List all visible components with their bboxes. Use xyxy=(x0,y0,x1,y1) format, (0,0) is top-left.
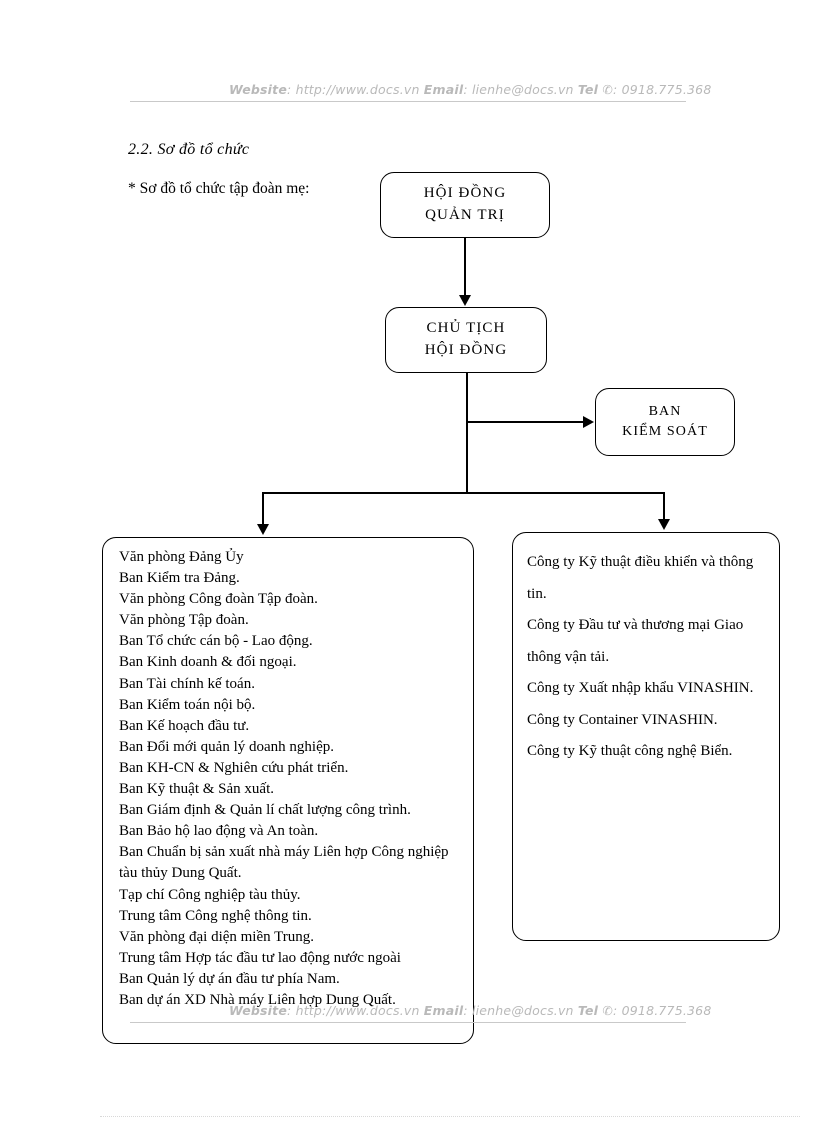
connector-split-bus xyxy=(262,492,665,494)
list-item: Ban Kỹ thuật & Sản xuất. xyxy=(119,781,274,798)
list-item: Tạp chí Công nghiệp tàu thủy. xyxy=(119,886,301,903)
footer-watermark: Website: http://www.docs.vn Email: lienh… xyxy=(229,1003,712,1018)
list-item: Ban Tổ chức cán bộ - Lao động. xyxy=(119,633,313,650)
list-item: Ban Kiểm tra Đảng. xyxy=(119,570,240,587)
arrowhead-to-departments xyxy=(257,524,269,535)
list-item: Công ty Container VINASHIN. xyxy=(527,711,718,728)
node-chu-tich-hoi-dong[interactable]: CHỦ TỊCH HỘI ĐỒNG xyxy=(385,307,547,373)
companies-box: Công ty Kỹ thuật điều khiển và thông tin… xyxy=(512,532,780,941)
list-item: Trung tâm Hợp tác đầu tư lao động nước n… xyxy=(119,949,401,966)
footer-watermark-website-label: Website xyxy=(229,1003,287,1018)
header-watermark: Website: http://www.docs.vn Email: lienh… xyxy=(229,82,712,97)
footer-watermark-tel-label: Tel xyxy=(577,1003,599,1018)
watermark-email-label: Email xyxy=(423,82,464,97)
footer-divider xyxy=(130,1022,686,1023)
connector-down-left xyxy=(262,492,264,525)
list-item: Công ty Kỹ thuật công nghệ Biển. xyxy=(527,743,733,759)
arrowhead-to-companies xyxy=(658,519,670,530)
footer-watermark-website-url: : http://www.docs.vn xyxy=(287,1003,420,1018)
list-item: Ban KH-CN & Nghiên cứu phát triển. xyxy=(119,759,349,776)
connector-main-stem xyxy=(466,373,468,494)
arrowhead-ctthd-to-bks xyxy=(583,416,594,428)
footer-watermark-email-value: : lienhe@docs.vn xyxy=(463,1003,574,1018)
list-item: Văn phòng Công đoàn Tập đoàn. xyxy=(119,591,318,608)
node-hoi-dong-quan-tri-line2: QUẢN TRỊ xyxy=(425,207,505,223)
node-ban-kiem-soat-line2: KIỂM SOÁT xyxy=(622,424,708,439)
node-hoi-dong-quan-tri[interactable]: HỘI ĐỒNG QUẢN TRỊ xyxy=(380,172,550,238)
page-title: 2.2. Sơ đồ tổ chức xyxy=(128,141,250,158)
list-item: Công ty Kỹ thuật điều khiển và thông tin… xyxy=(527,554,754,602)
node-ban-kiem-soat[interactable]: BAN KIỂM SOÁT xyxy=(595,388,735,456)
list-item: Văn phòng Đảng Ủy xyxy=(119,549,244,565)
list-item: Ban Tài chính kế toán. xyxy=(119,675,255,692)
list-item: Ban Kiểm toán nội bộ. xyxy=(119,696,256,713)
list-item: Trung tâm Công nghệ thông tin. xyxy=(119,907,312,924)
list-item: Ban Chuẩn bị sản xuất nhà máy Liên hợp C… xyxy=(119,844,449,882)
watermark-email-value: : lienhe@docs.vn xyxy=(463,82,574,97)
page-subtitle: * Sơ đồ tổ chức tập đoàn mẹ: xyxy=(128,180,310,197)
watermark-website-label: Website xyxy=(229,82,287,97)
watermark-tel-value: : 0918.775.368 xyxy=(613,82,712,97)
page-bottom-rule xyxy=(100,1116,800,1117)
connector-hdqt-to-ctthd xyxy=(464,238,466,296)
list-item: Ban Quản lý dự án đầu tư phía Nam. xyxy=(119,970,340,987)
list-item: Ban Kế hoạch đầu tư. xyxy=(119,717,250,734)
departments-box: Văn phòng Đảng Ủy Ban Kiểm tra Đảng. Văn… xyxy=(102,537,474,1044)
node-ban-kiem-soat-line1: BAN xyxy=(648,403,682,419)
list-item: Ban Giám định & Quản lí chất lượng công … xyxy=(119,802,411,819)
arrowhead-hdqt-to-ctthd xyxy=(459,295,471,306)
header-divider xyxy=(130,101,686,102)
footer-watermark-tel-value: : 0918.775.368 xyxy=(613,1003,712,1018)
node-chu-tich-hoi-dong-line2: HỘI ĐỒNG xyxy=(424,342,508,358)
list-item: Công ty Xuất nhập khẩu VINASHIN. xyxy=(527,680,754,696)
list-item: Công ty Đầu tư và thương mại Giao thông … xyxy=(527,617,744,665)
node-hoi-dong-quan-tri-line1: HỘI ĐỒNG xyxy=(423,185,507,202)
list-item: Văn phòng đại diện miền Trung. xyxy=(119,928,314,945)
watermark-website-url: : http://www.docs.vn xyxy=(287,82,420,97)
list-item: Ban Kinh doanh & đối ngoại. xyxy=(119,654,297,671)
footer-watermark-email-label: Email xyxy=(423,1003,464,1018)
connector-ctthd-to-bks xyxy=(466,421,584,423)
connector-down-right xyxy=(663,492,665,520)
watermark-tel-label: Tel xyxy=(577,82,599,97)
companies-list: Công ty Kỹ thuật điều khiển và thông tin… xyxy=(527,547,771,768)
list-item: Ban Đổi mới quản lý doanh nghiệp. xyxy=(119,738,334,755)
telephone-icon: ✆ xyxy=(602,1003,614,1018)
telephone-icon: ✆ xyxy=(602,82,614,97)
list-item: Văn phòng Tập đoàn. xyxy=(119,612,249,629)
node-chu-tich-hoi-dong-line1: CHỦ TỊCH xyxy=(426,320,506,337)
list-item: Ban Bảo hộ lao động và An toàn. xyxy=(119,823,319,840)
list-item: Ban dự án XD Nhà máy Liên hợp Dung Quất. xyxy=(119,991,396,1008)
departments-list: Văn phòng Đảng Ủy Ban Kiểm tra Đảng. Văn… xyxy=(119,547,467,1011)
